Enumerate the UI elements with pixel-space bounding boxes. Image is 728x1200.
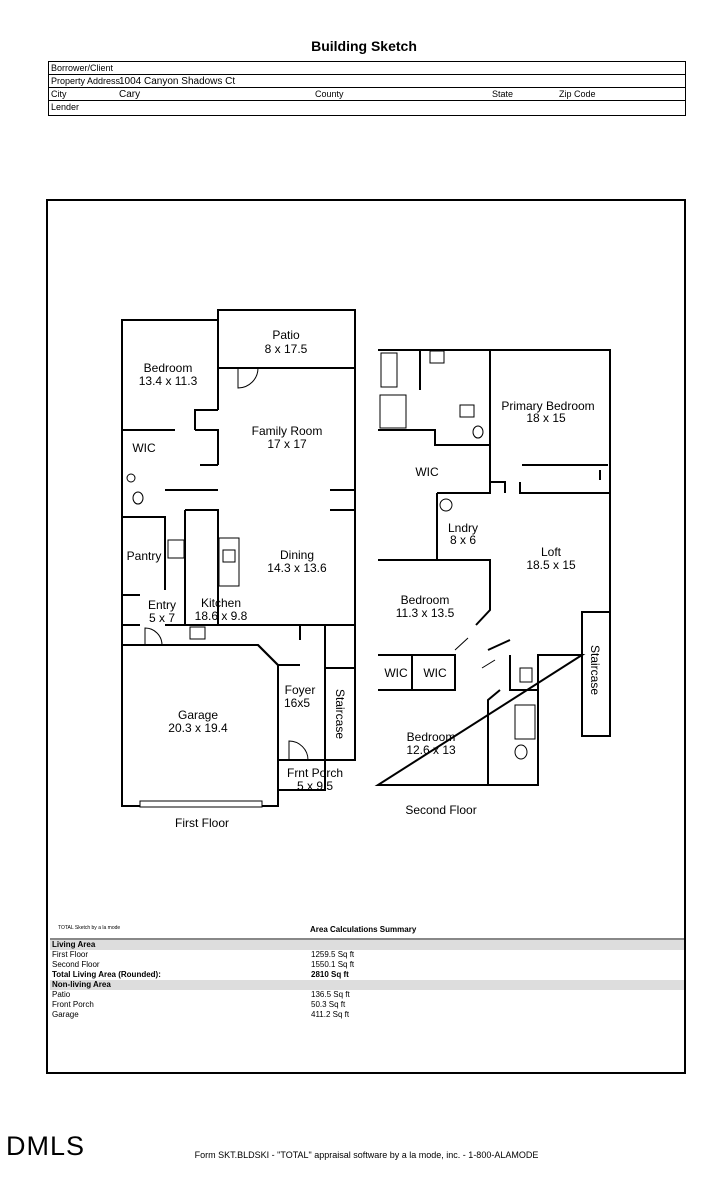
- city-label: City: [51, 89, 67, 99]
- nonliving-header: Non-living Area: [50, 980, 684, 990]
- nonliving-row: Front Porch 50.3 Sq ft: [50, 1000, 684, 1010]
- dmls-logo: DMLS: [6, 1131, 86, 1161]
- loft-name: Loft: [541, 545, 562, 559]
- primary-dims: 18 x 15: [526, 411, 566, 425]
- porch-name: Frnt Porch: [287, 766, 343, 780]
- wic2-name: WIC: [415, 465, 439, 479]
- bedroom1-name: Bedroom: [144, 361, 193, 375]
- living-row-value: 1550.1 Sq ft: [311, 960, 355, 969]
- borrower-label: Borrower/Client: [51, 63, 114, 73]
- living-row: Second Floor 1550.1 Sq ft: [50, 960, 684, 970]
- laundry-dims: 8 x 6: [450, 533, 476, 547]
- staircase2-name: Staircase: [588, 645, 602, 695]
- bedroom3-name: Bedroom: [407, 730, 456, 744]
- software-note: TOTAL Sketch by a la mode: [58, 925, 121, 931]
- address-label: Property Address: [51, 76, 121, 86]
- laundry-name: Lndry: [448, 521, 478, 535]
- living-row-label: Second Floor: [52, 960, 100, 969]
- bedroom3-dims: 12.6 x 13: [406, 743, 456, 757]
- sketch-frame: [46, 199, 686, 1074]
- entry-dims: 5 x 7: [149, 611, 175, 625]
- entry-name: Entry: [148, 598, 176, 612]
- kitchen-dims: 18.6 x 9.8: [195, 609, 248, 623]
- garage-dims: 20.3 x 19.4: [168, 721, 228, 735]
- bedroom2-name: Bedroom: [401, 593, 450, 607]
- wic1-name: WIC: [132, 441, 156, 455]
- page-title: Building Sketch: [311, 38, 417, 54]
- footer-text: Form SKT.BLDSKI - "TOTAL" appraisal soft…: [194, 1150, 539, 1160]
- staircase1-name: Staircase: [333, 689, 347, 739]
- second-floor-label: Second Floor: [405, 803, 476, 817]
- living-area-header: Living Area: [50, 938, 684, 950]
- family-dims: 17 x 17: [267, 437, 307, 451]
- bedroom2-dims: 11.3 x 13.5: [396, 606, 455, 620]
- living-row-label: First Floor: [52, 950, 88, 959]
- header-table: Borrower/Client Property Address 1004 Ca…: [48, 61, 686, 116]
- nonliving-row-label: Front Porch: [52, 1000, 94, 1009]
- city-value: Cary: [119, 89, 141, 100]
- area-summary: Living Area First Floor 1259.5 Sq ft Sec…: [50, 938, 684, 1020]
- lender-label: Lender: [51, 102, 80, 112]
- borrower-row: Borrower/Client: [49, 62, 685, 75]
- garage-name: Garage: [178, 708, 218, 722]
- total-row: Total Living Area (Rounded): 2810 Sq ft: [50, 970, 684, 980]
- nonliving-row-value: 136.5 Sq ft: [311, 990, 350, 999]
- county-label: County: [315, 89, 344, 99]
- foyer-name: Foyer: [285, 683, 316, 697]
- zip-label: Zip Code: [559, 89, 596, 99]
- dining-name: Dining: [280, 548, 314, 562]
- bedroom1-dims: 13.4 x 11.3: [139, 374, 198, 388]
- address-row: Property Address 1004 Canyon Shadows Ct: [49, 75, 685, 88]
- nonliving-row-label: Patio: [52, 990, 71, 999]
- nonliving-row-value: 411.2 Sq ft: [311, 1010, 350, 1019]
- pantry-name: Pantry: [127, 549, 162, 563]
- primary-name: Primary Bedroom: [501, 399, 594, 413]
- foyer-dims: 16x5: [284, 696, 310, 710]
- loft-dims: 18.5 x 15: [526, 558, 576, 572]
- total-value: 2810 Sq ft: [311, 970, 349, 979]
- porch-dims: 5 x 9.5: [297, 779, 333, 793]
- living-row: First Floor 1259.5 Sq ft: [50, 950, 684, 960]
- state-label: State: [492, 89, 514, 99]
- family-name: Family Room: [252, 424, 323, 438]
- patio-dims: 8 x 17.5: [265, 342, 308, 356]
- porch-outline: [277, 759, 326, 791]
- nonliving-row-label: Garage: [52, 1010, 79, 1019]
- city-row: City Cary County State Zip Code: [49, 88, 685, 101]
- living-row-value: 1259.5 Sq ft: [311, 950, 355, 959]
- area-summary-title: Area Calculations Summary: [310, 925, 417, 934]
- address-value: 1004 Canyon Shadows Ct: [119, 76, 236, 87]
- total-label: Total Living Area (Rounded):: [52, 970, 161, 979]
- patio-name: Patio: [272, 328, 300, 342]
- garage-outline: [121, 644, 279, 807]
- lender-row: Lender: [49, 101, 685, 114]
- dining-dims: 14.3 x 13.6: [267, 561, 327, 575]
- patio-outline: [217, 309, 356, 369]
- wic-b-name: WIC: [423, 666, 447, 680]
- nonliving-row-value: 50.3 Sq ft: [311, 1000, 346, 1009]
- staircase-outline: [581, 611, 611, 737]
- nonliving-row: Patio 136.5 Sq ft: [50, 990, 684, 1000]
- kitchen-name: Kitchen: [201, 596, 241, 610]
- nonliving-row: Garage 411.2 Sq ft: [50, 1010, 684, 1020]
- wic-a-name: WIC: [384, 666, 408, 680]
- first-floor-label: First Floor: [175, 816, 229, 830]
